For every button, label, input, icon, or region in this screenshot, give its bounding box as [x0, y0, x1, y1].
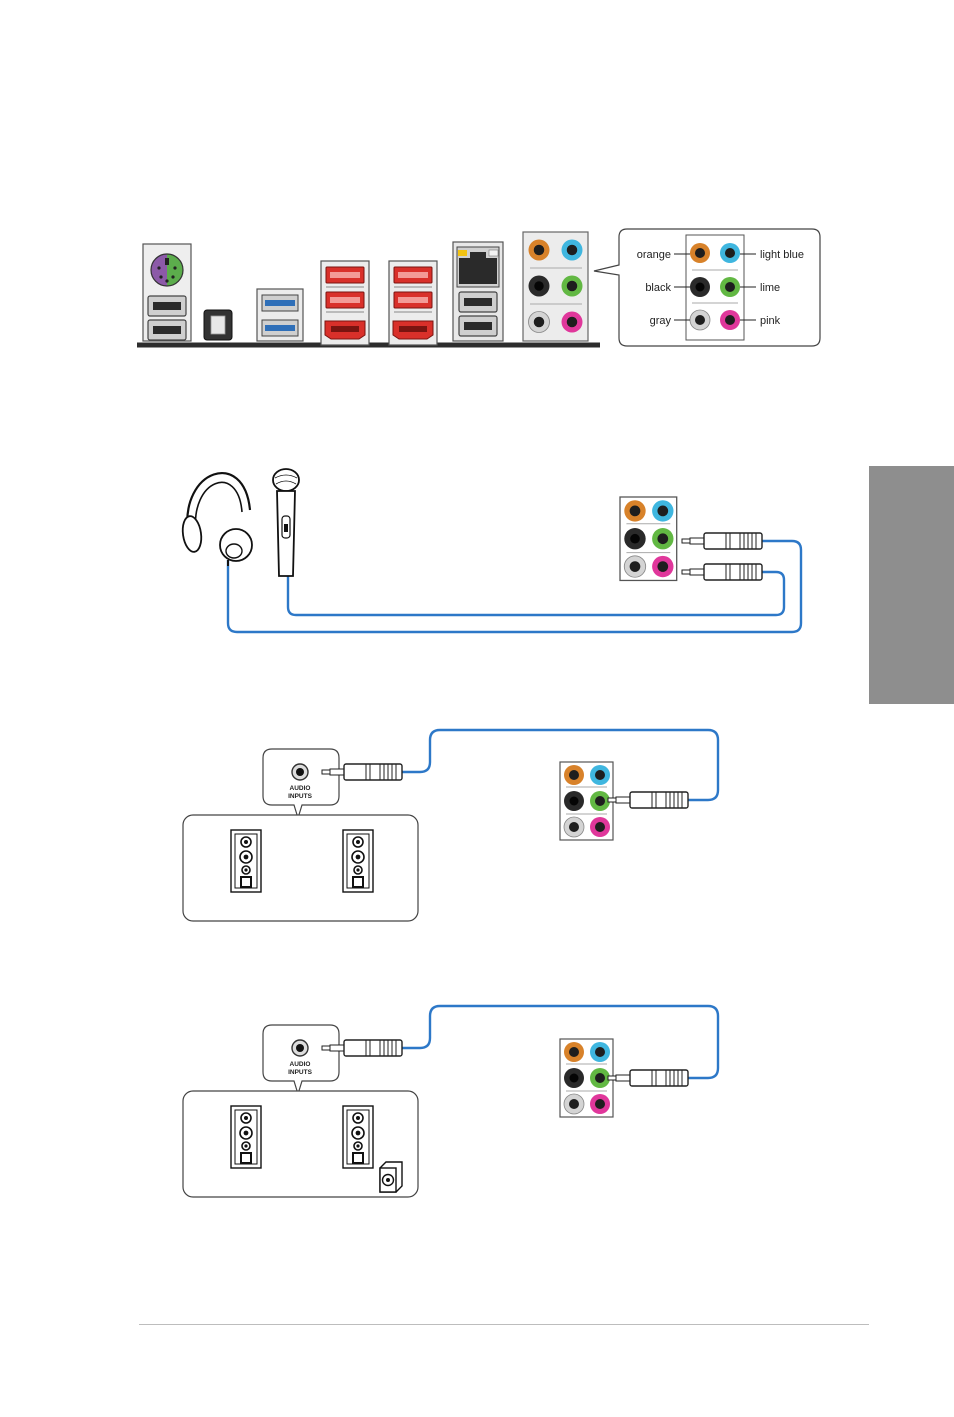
stereo-speaker-connection: AUDIO INPUTS — [183, 730, 718, 921]
speaker-group-box — [183, 815, 418, 921]
audio-jack-icon — [620, 497, 677, 580]
usb3-port-icon — [257, 289, 303, 341]
audio-plug-icon — [608, 1070, 688, 1086]
legend-label-black: black — [645, 282, 671, 294]
speaker-audio-inputs-callout: AUDIO INPUTS — [263, 1025, 339, 1094]
optical-spdif-icon — [204, 310, 232, 340]
headphone-mic-connection — [181, 469, 801, 632]
subwoofer-icon — [380, 1162, 402, 1192]
headphones-icon — [181, 473, 252, 566]
microphone-icon — [273, 469, 299, 576]
audio-inputs-label-line1: AUDIO — [290, 785, 311, 792]
legend-label-gray: gray — [650, 315, 672, 327]
audio-inputs-label-line2: INPUTS — [288, 793, 313, 800]
headphone-cable — [228, 541, 801, 632]
jack-color-legend: orange black gray light blue lime pink — [594, 229, 820, 346]
audio-jack-icon — [560, 762, 613, 840]
audio-jack-icon — [523, 232, 588, 341]
audio-inputs-label-line2: INPUTS — [288, 1069, 313, 1076]
audio-plug-icon — [682, 533, 762, 549]
speaker-icon — [231, 830, 261, 892]
speaker-audio-inputs-callout: AUDIO INPUTS — [263, 749, 339, 818]
audio-jack-icon — [560, 1039, 613, 1117]
audio-plug-icon — [608, 792, 688, 808]
esata-port-icon — [321, 261, 437, 345]
audio-plug-icon — [682, 564, 762, 580]
speaker-icon — [343, 1106, 373, 1168]
lan-port-icon — [453, 242, 503, 341]
speaker-subwoofer-connection: AUDIO INPUTS — [183, 1006, 718, 1197]
legend-label-light-blue: light blue — [760, 249, 804, 261]
speaker-icon — [231, 1106, 261, 1168]
rear-io-panel: orange black gray light blue lime pink — [137, 229, 820, 346]
legend-label-pink: pink — [760, 315, 781, 327]
legend-label-lime: lime — [760, 282, 780, 294]
audio-inputs-label-line1: AUDIO — [290, 1061, 311, 1068]
legend-label-orange: orange — [637, 249, 671, 261]
speaker-icon — [343, 830, 373, 892]
